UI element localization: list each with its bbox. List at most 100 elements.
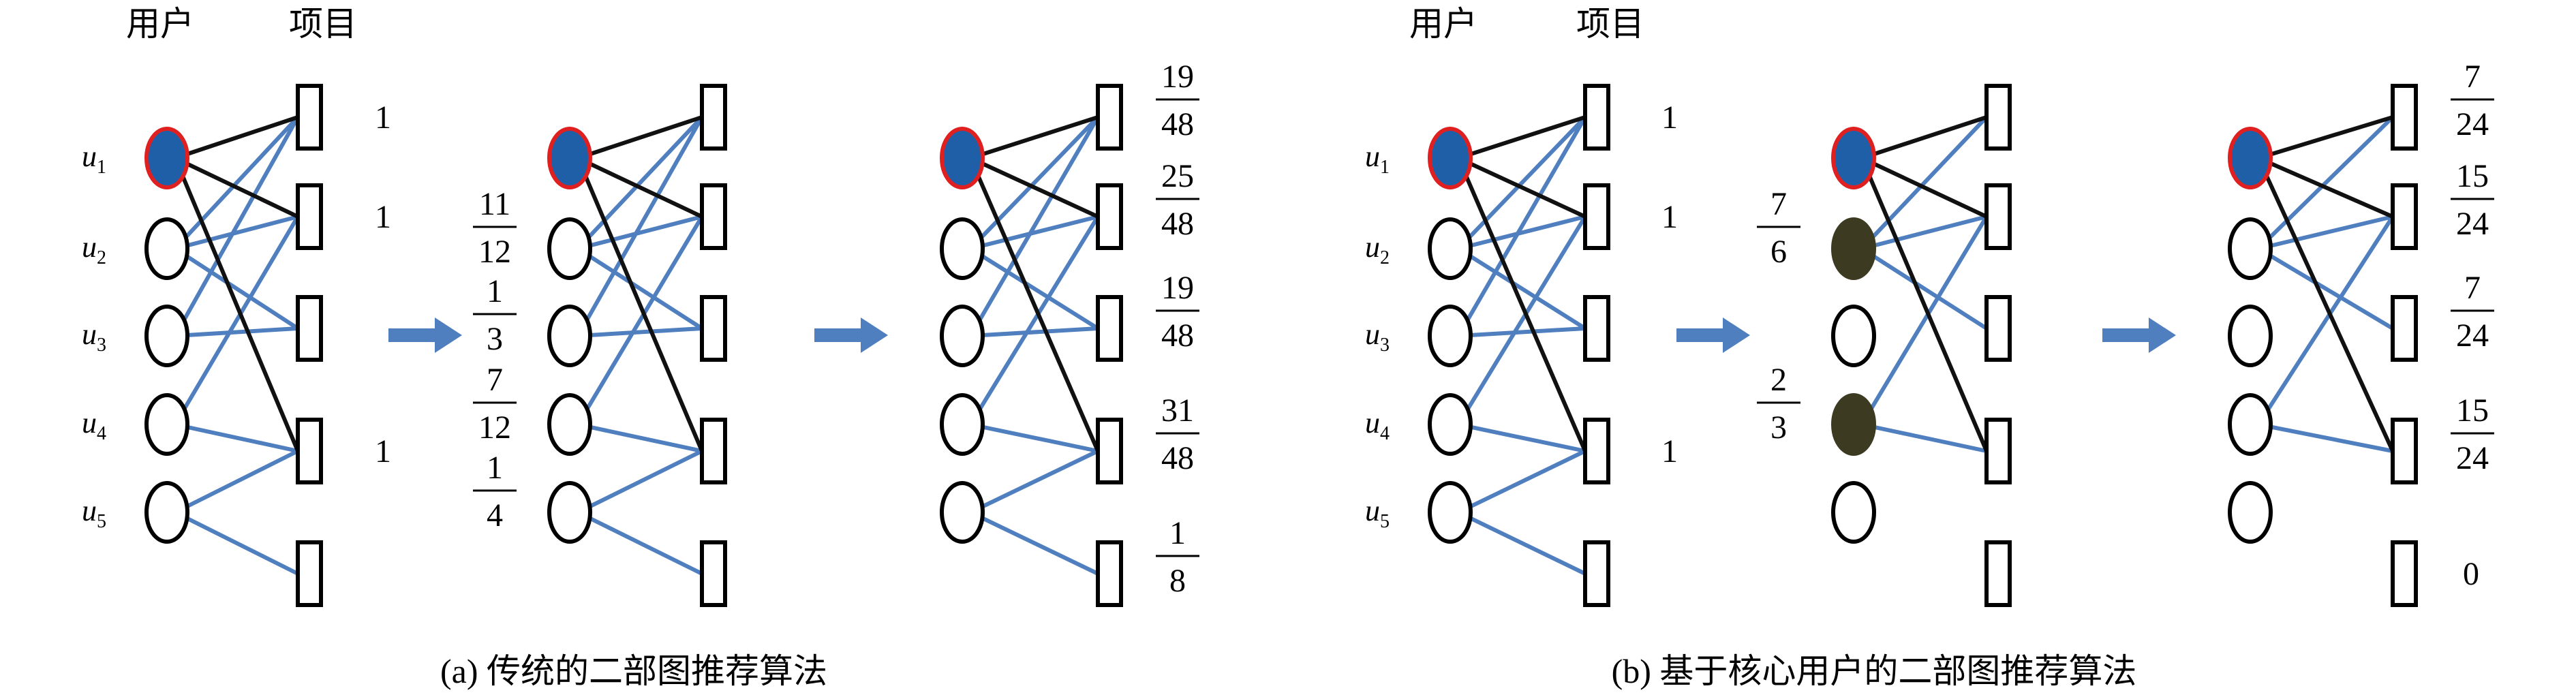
panel-b-stage3-item-value-3: 724 (2451, 270, 2494, 354)
panel-b-arrow-1-shaft (1676, 328, 1724, 342)
panel-a-stage-2-edge-u5-i5 (577, 510, 703, 576)
panel-a-stage-1-edge-u4-i4 (174, 422, 298, 453)
panel-a-stage-1-item-node-3 (296, 295, 323, 362)
panel-a-stage3-item-value-2-numerator: 25 (1161, 158, 1194, 194)
panel-a-stage-3-edge-u1-i2 (969, 156, 1099, 219)
panel-a-stage-1-edge-u5-i4 (174, 449, 299, 514)
panel-b-stage2-user-value-2-denominator: 6 (1770, 234, 1787, 270)
user-label-2: u2 (82, 230, 106, 268)
panel-a-stage2-user-value-3: 13 (473, 273, 517, 357)
panel-b-stage-1 (1428, 84, 1610, 607)
user-label-3: u3 (1365, 317, 1390, 356)
panel-b-stage3-item-value-4-numerator: 15 (2456, 392, 2489, 429)
panel-a-stage-2-edge-u5-i4 (577, 449, 703, 514)
panel-b-stage3-item-value-4-denominator: 24 (2456, 440, 2489, 476)
panel-b-stage2-user-value-4: 23 (1757, 362, 1800, 446)
panel-b-stage3-item-value-5: 0 (2463, 556, 2479, 592)
panel-b-stage-1-edge-u2-i3 (1457, 247, 1586, 330)
panel-a-stage-3-edge-u5-i4 (969, 449, 1099, 514)
user-label-1: u1 (1365, 140, 1390, 178)
panel-b-stage-1-user-node-1 (1428, 127, 1473, 189)
panel-a-arrow-1-head (435, 317, 462, 353)
panel-b-stage-3-item-node-5 (2391, 540, 2418, 607)
panel-a-stage-3-user-node-5 (940, 481, 985, 544)
user-label-2: u2 (1365, 230, 1390, 268)
panel-b-stage3-item-value-3-numerator: 7 (2464, 270, 2481, 306)
panel-a-stage-1-edge-u3-i3 (174, 326, 298, 338)
panel-b-stage-2-edge-u4-i2 (1860, 215, 1989, 426)
panel-a-caption: (a) 传统的二部图推荐算法 (440, 652, 827, 690)
panel-b-stage-2-user-node-3 (1831, 305, 1876, 367)
panel-a-stage-3-item-node-2 (1096, 183, 1123, 250)
user-label-3: u3 (82, 317, 106, 356)
panel-b-arrow-2-head (2149, 317, 2176, 353)
panel-b-stage-3-edge-u2-i2 (2258, 215, 2393, 251)
panel-b-arrow-1 (1676, 317, 1750, 353)
panel-b-stage-2-edge-u1-i2 (1860, 156, 1988, 219)
panel-a-stage2-user-value-5-numerator: 1 (487, 450, 503, 486)
panel-a-stage-2-edge-u1-i1 (577, 115, 703, 160)
panel-a-stage1-item-value-2: 1 (375, 199, 391, 235)
panel-b-stage-1-edge-u4-i2 (1456, 215, 1587, 426)
panel-b-stage-3-item-node-4 (2391, 418, 2418, 484)
panel-b-stage3-item-value-3-denominator: 24 (2456, 317, 2489, 354)
panel-a-stage-1-user-node-5 (144, 481, 189, 544)
panel-b-stage-3-edge-u1-i2 (2257, 156, 2394, 219)
panel-b-stage-1-edge-u2-i2 (1458, 215, 1586, 251)
panel-a-stage1-item-value-1: 1 (375, 99, 391, 136)
panel-a-arrow-2-head (861, 317, 888, 353)
panel-b-stage-3-item-node-1 (2391, 84, 2418, 151)
panel-a-stage2-user-value-2-denominator: 12 (478, 234, 511, 270)
panel-b-stage-1-edge-u5-i4 (1457, 449, 1586, 514)
panel-b-stage-3-user-node-4 (2228, 393, 2273, 456)
panel-b-stage-1-edge-u1-i2 (1457, 156, 1586, 219)
panel-b-arrow-2 (2102, 317, 2176, 353)
panel-b-stage-1-edge-u3-i1 (1456, 116, 1587, 337)
panel-b-stage-1-edge-u5-i5 (1457, 510, 1586, 576)
panel-a-arrow-1 (388, 317, 462, 353)
panel-b-arrow-1-head (1723, 317, 1750, 353)
user-label-5: u5 (82, 494, 106, 532)
panel-a-stage-1-item-node-4 (296, 418, 323, 484)
panel-a-stage-3 (940, 84, 1123, 607)
panel-a-stage-2 (547, 84, 727, 607)
panel-a-stage-2-user-node-5 (547, 481, 592, 544)
panel-a-stage-1-edge-u4-i2 (173, 215, 300, 426)
panel-b-stage3-item-value-1-denominator: 24 (2456, 106, 2489, 142)
header-item: 项目 (289, 5, 357, 43)
panel-a-stage-1-edge-u1-i1 (174, 115, 298, 160)
panel-a-stage-1-edge-u2-i2 (174, 215, 298, 251)
panel-a-stage-2-item-node-5 (700, 540, 727, 607)
panel-b-stage-2 (1831, 84, 2012, 607)
panel-a-stage-3-edge-u2-i3 (969, 247, 1099, 330)
user-label-5: u5 (1365, 494, 1390, 532)
panel-b-stage-3-edge-u2-i1 (2256, 115, 2395, 251)
panel-a-stage3-item-value-3-denominator: 48 (1161, 317, 1194, 354)
panel-b-stage-1-item-node-5 (1583, 540, 1610, 607)
header-item: 项目 (1576, 5, 1644, 43)
panel-b-stage-2-item-node-5 (1984, 540, 2012, 607)
panel-a-stage3-item-value-1-denominator: 48 (1161, 106, 1194, 142)
header-user: 用户 (1409, 5, 1477, 43)
panel-b-stage2-user-value-4-numerator: 2 (1770, 362, 1787, 398)
panel-a-stage3-item-value-2-denominator: 48 (1161, 206, 1194, 242)
panel-b-stage1-item-value-4: 1 (1661, 433, 1678, 469)
panel-a-stage-3-user-node-4 (940, 393, 985, 456)
panel-b-stage-1-user-node-5 (1428, 481, 1473, 544)
panel-a-stage-2-edge-u1-i4 (576, 157, 704, 452)
panel-a-stage-3-item-node-1 (1096, 84, 1123, 151)
panel-b-stage-3-edge-u4-i4 (2258, 422, 2393, 453)
panel-a-stage-3-item-node-4 (1096, 418, 1123, 484)
panel-a-stage-2-item-node-3 (700, 295, 727, 362)
panel-a-stage2-user-value-3-numerator: 1 (487, 273, 503, 309)
panel-b-stage-1-edge-u2-i1 (1456, 115, 1587, 251)
panel-b-stage-2-edge-u1-i1 (1861, 115, 1987, 160)
panel-a-stage-1-user-node-4 (144, 393, 189, 456)
panel-b-stage2-user-value-2-numerator: 7 (1770, 186, 1787, 222)
panel-a-stage2-user-value-4: 712 (473, 362, 517, 446)
